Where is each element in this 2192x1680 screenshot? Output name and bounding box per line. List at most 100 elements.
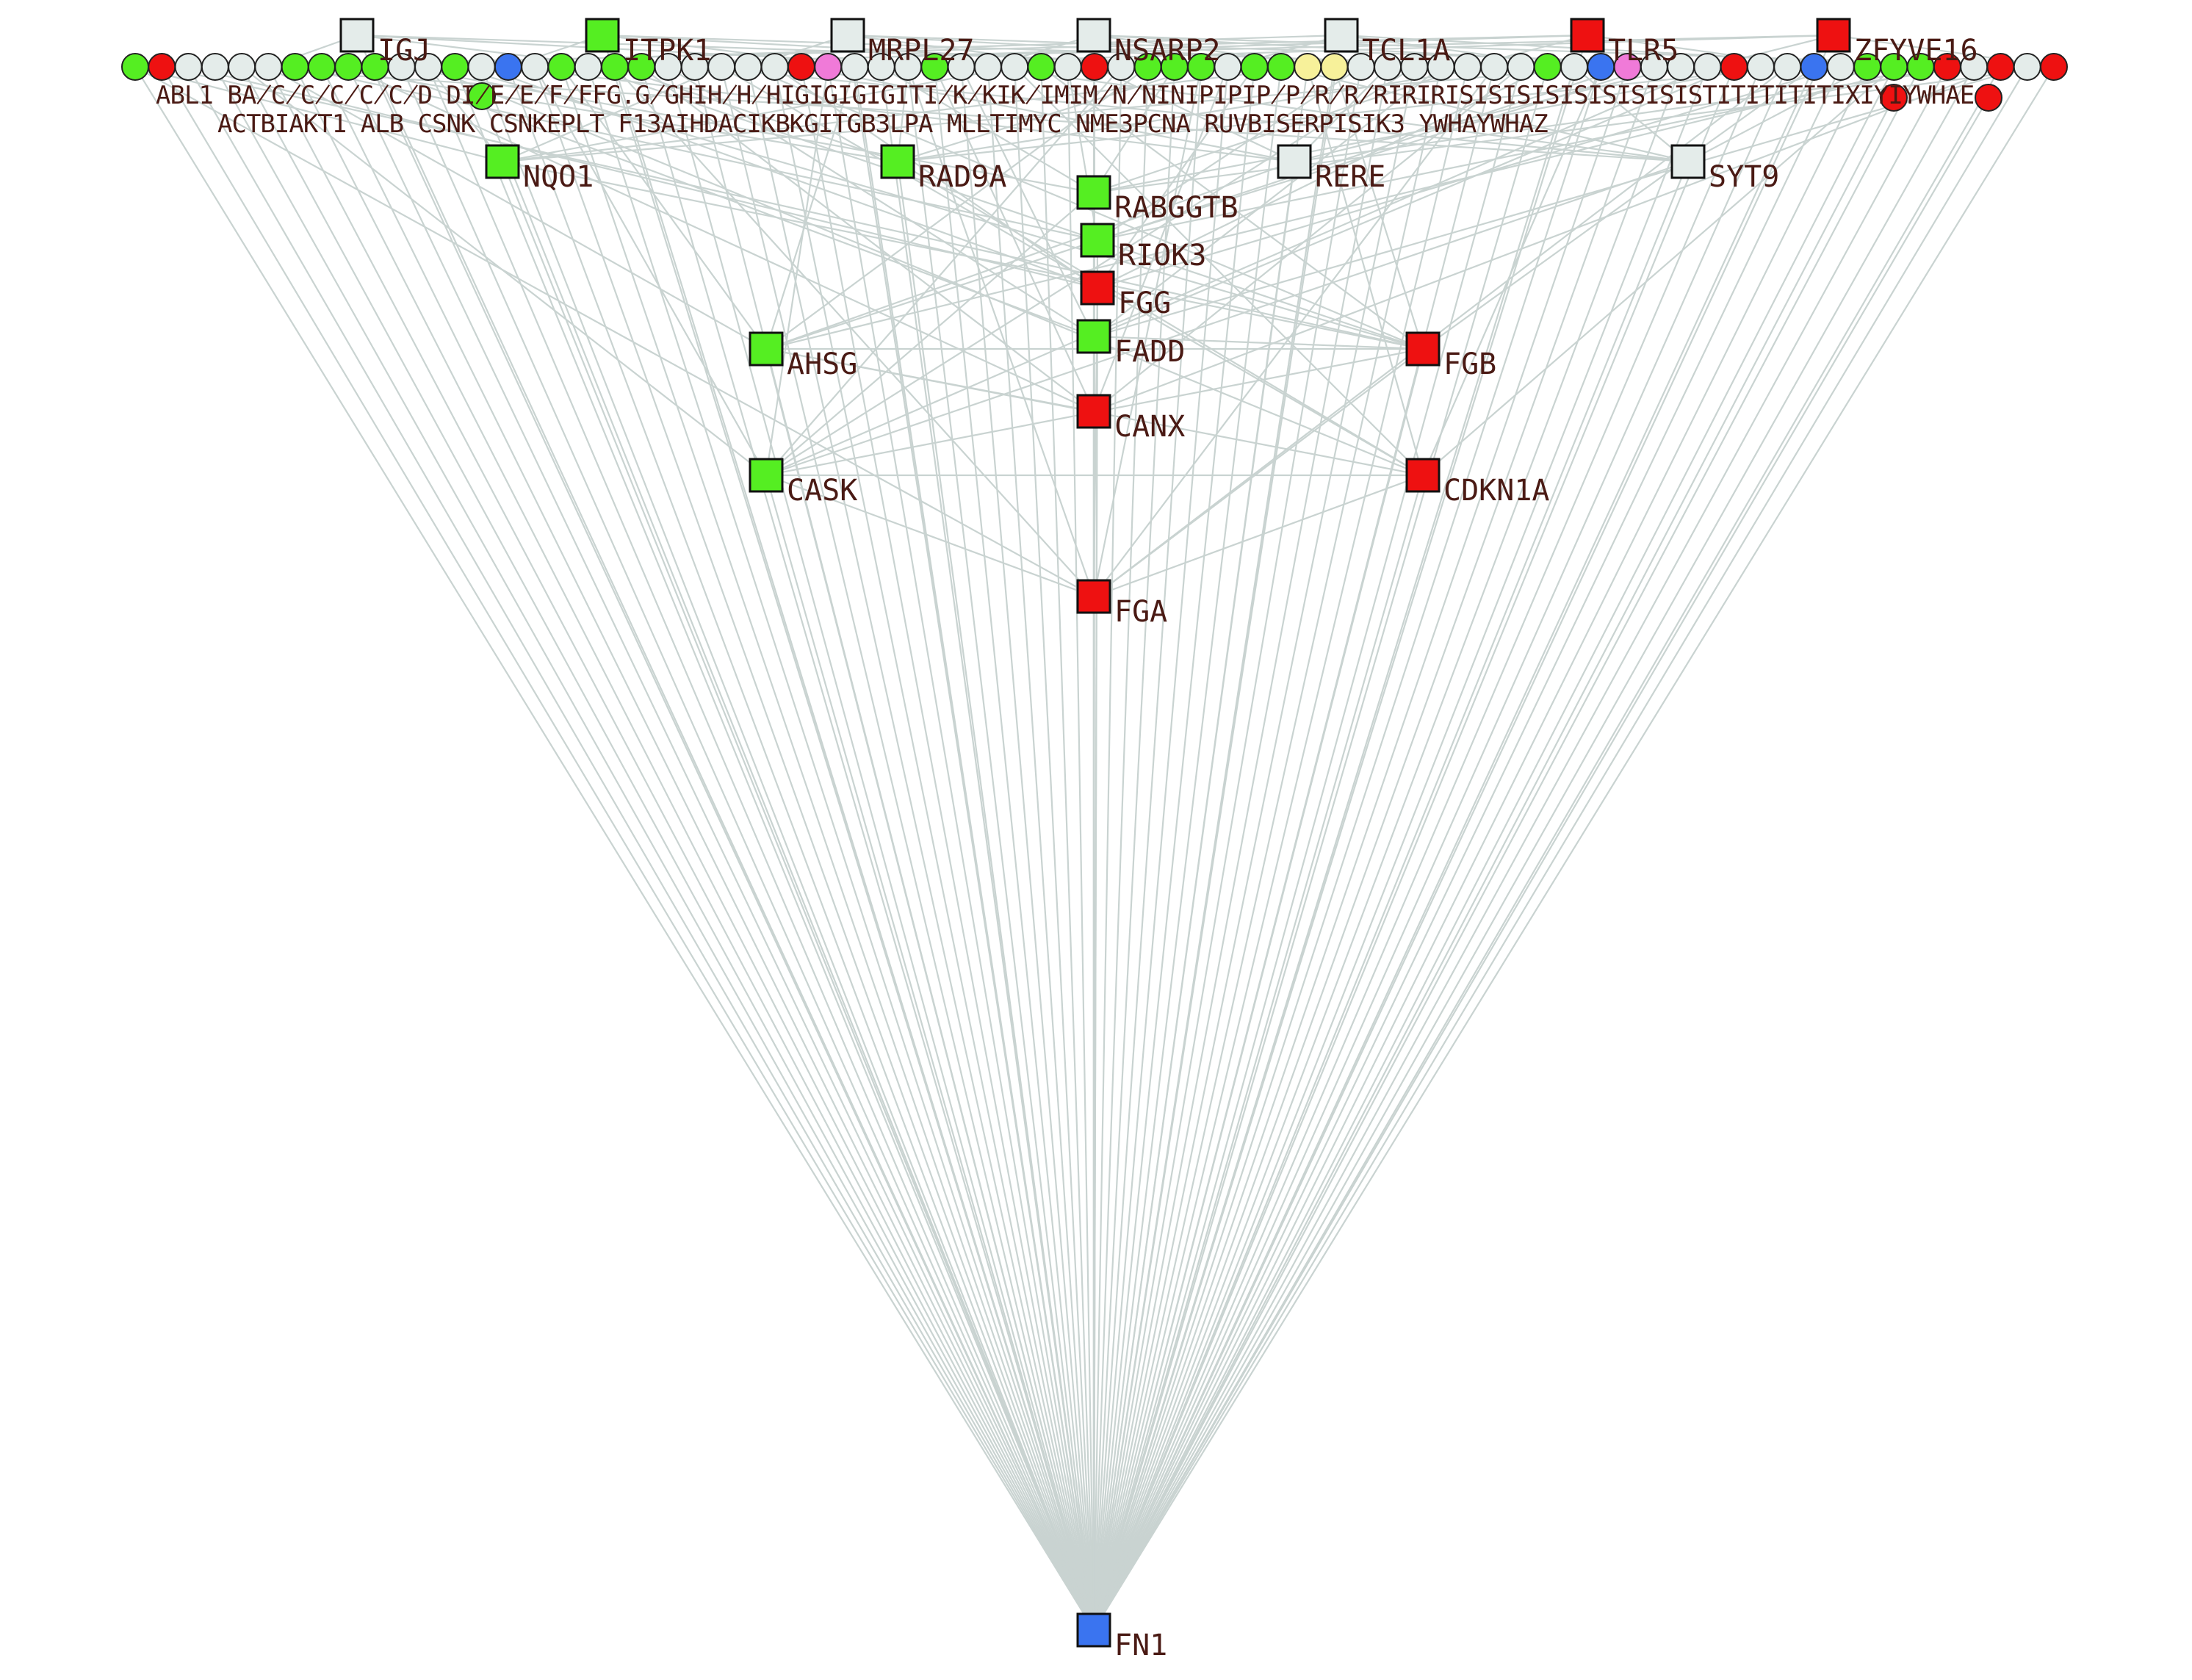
edge-hub-row [747, 66, 1095, 1631]
edge-syt9-cask [765, 160, 1689, 477]
network-node-row[interactable] [1266, 53, 1295, 81]
network-node-row[interactable] [254, 53, 283, 81]
node-itpk1[interactable] [585, 18, 620, 53]
edge-hub-row [641, 66, 1095, 1631]
node-mrpl27[interactable] [830, 18, 865, 53]
edge-fgg-row [1097, 66, 1549, 289]
edge-hub-row [934, 66, 1095, 1631]
node-riok3[interactable] [1080, 223, 1115, 258]
network-node-row[interactable] [521, 53, 549, 81]
network-node-row[interactable] [228, 53, 256, 81]
edge-canx-ahsg [765, 347, 1095, 413]
network-node-row[interactable] [814, 53, 843, 81]
edge-hub-row [1092, 66, 1549, 1631]
network-node-row[interactable] [1693, 53, 1722, 81]
node-nqo1[interactable] [485, 144, 520, 179]
network-node-row[interactable] [1480, 53, 1509, 81]
network-node-row[interactable] [1240, 53, 1269, 81]
edge-riok3-row [1097, 66, 1362, 241]
network-node-row[interactable] [441, 53, 469, 81]
network-node-row[interactable] [1720, 53, 1748, 81]
node-label-syt9: SYT9 [1709, 160, 1779, 194]
network-node-row[interactable] [787, 53, 815, 81]
edge-hub-row [1093, 66, 1948, 1631]
network-node-row[interactable] [334, 53, 363, 81]
edge-fga-row [134, 66, 1095, 597]
network-node-row[interactable] [307, 53, 336, 81]
network-node-row[interactable] [1507, 53, 1535, 81]
node-rere[interactable] [1277, 144, 1312, 179]
network-node-row[interactable] [1773, 53, 1802, 81]
network-node-row[interactable] [121, 53, 149, 81]
edge-cask-row [534, 66, 767, 476]
node-fgg[interactable] [1080, 270, 1115, 306]
edge-fga-cdkn1a [1093, 474, 1424, 598]
edge-hub-itpk1 [601, 35, 1095, 1631]
network-node-row[interactable] [1746, 53, 1775, 81]
network-node-row[interactable] [1294, 53, 1322, 81]
node-syt9[interactable] [1670, 144, 1706, 179]
network-node-row[interactable] [174, 53, 203, 81]
node-tcl1a[interactable] [1324, 18, 1359, 53]
node-zfyve16[interactable] [1816, 18, 1851, 53]
network-node-row[interactable] [201, 53, 229, 81]
edge-hub-row [721, 66, 1095, 1631]
network-node-row[interactable] [1081, 53, 1108, 81]
node-label-riok3: RIOK3 [1118, 239, 1206, 273]
network-node-row[interactable] [1800, 53, 1828, 81]
network-node-row[interactable] [973, 53, 1002, 81]
edge-hub-row [560, 66, 1095, 1631]
edge-fgb-row [162, 65, 1424, 350]
network-node-row[interactable] [574, 53, 602, 81]
network-node-row[interactable] [1453, 53, 1482, 81]
network-node-row[interactable] [1986, 53, 2015, 81]
node-fga[interactable] [1076, 579, 1111, 614]
edge-hub-row [1093, 66, 2002, 1631]
network-node-row[interactable] [1560, 53, 1588, 81]
node-nsarp2[interactable] [1076, 18, 1111, 53]
network-node-row[interactable] [734, 53, 762, 81]
node-cask[interactable] [749, 458, 784, 493]
network-node-row[interactable] [760, 53, 789, 81]
network-node-row[interactable] [1053, 53, 1082, 81]
network-node-low[interactable] [468, 82, 496, 110]
edge-nqo1-fgb [502, 160, 1424, 350]
edge-hub-row [1093, 66, 1975, 1631]
network-node-row[interactable] [547, 53, 576, 81]
network-node-row[interactable] [840, 53, 869, 81]
network-node-row[interactable] [1533, 53, 1562, 81]
network-node-low[interactable] [1880, 84, 1908, 112]
network-node-row[interactable] [707, 53, 736, 81]
edge-hub-row [1092, 66, 1442, 1631]
edge-fadd-row [960, 66, 1095, 337]
network-node-low[interactable] [1975, 84, 2002, 112]
node-label-cdkn1a: CDKN1A [1443, 474, 1550, 508]
network-node-row[interactable] [1826, 53, 1855, 81]
network-node-row[interactable] [494, 53, 522, 81]
network-node-row[interactable] [2040, 53, 2068, 81]
edge-hub-low [480, 95, 1095, 1631]
edge-hub-row [428, 66, 1095, 1631]
node-cdkn1a[interactable] [1405, 458, 1441, 493]
edge-hub-row [1092, 66, 1602, 1631]
edge-hub-row [1093, 66, 1895, 1631]
network-node-row[interactable] [1320, 53, 1349, 81]
network-node-row[interactable] [148, 53, 176, 81]
network-node-row[interactable] [1001, 53, 1029, 81]
node-ahsg[interactable] [749, 331, 784, 367]
edge-hub-syt9 [1092, 161, 1690, 1631]
node-fn1[interactable] [1076, 1612, 1111, 1648]
node-rad9a[interactable] [880, 144, 915, 179]
edge-hub-row [1092, 66, 1629, 1631]
edge-canx-row [1093, 65, 2001, 413]
node-canx[interactable] [1076, 394, 1111, 429]
network-node-row[interactable] [2013, 53, 2041, 81]
network-node-row[interactable] [467, 53, 496, 81]
node-fgb[interactable] [1405, 331, 1441, 367]
node-rabggtb[interactable] [1076, 175, 1111, 210]
node-tlr5[interactable] [1570, 18, 1605, 53]
node-igj[interactable] [339, 18, 375, 53]
node-fadd[interactable] [1076, 319, 1111, 354]
network-node-row[interactable] [1027, 53, 1056, 81]
network-node-row[interactable] [281, 53, 309, 81]
